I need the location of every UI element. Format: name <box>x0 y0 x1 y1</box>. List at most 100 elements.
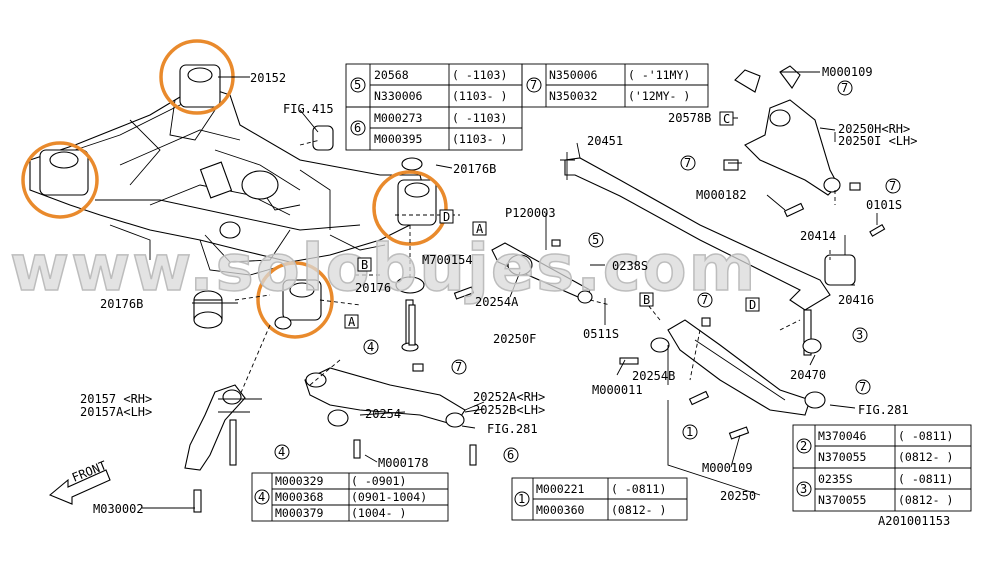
svg-text:7: 7 <box>455 360 462 374</box>
marker-5: 5 <box>588 232 604 248</box>
callout-20252b: 20252B<LH> <box>473 403 545 417</box>
table-cell: ( -'11MY) <box>628 68 690 82</box>
callout-20254a: 20254A <box>475 295 519 309</box>
callout-m000182: M000182 <box>696 188 747 202</box>
callout-20157a-lh: 20157A<LH> <box>80 405 152 419</box>
table-2-3: 2 3 M370046 ( -0811) N370055 (0812- ) 02… <box>792 424 972 512</box>
callout-m030002: M030002 <box>93 502 144 516</box>
svg-text:4: 4 <box>367 340 374 354</box>
table-cell: ( -0901) <box>351 474 406 488</box>
callout-20254: 20254 <box>365 407 401 421</box>
marker-7: 7 <box>680 155 696 171</box>
table-cell: (1103- ) <box>452 132 507 146</box>
marker-7: 7 <box>837 80 853 96</box>
marker-d: D <box>745 297 760 312</box>
table-cell: N350032 <box>549 89 597 103</box>
svg-text:7: 7 <box>684 156 691 170</box>
callout-20578b: 20578B <box>668 111 711 125</box>
callout-20470: 20470 <box>790 368 826 382</box>
svg-text:D: D <box>749 298 756 312</box>
callout-m000011: M000011 <box>592 383 643 397</box>
table-cell: M000368 <box>275 490 324 504</box>
table-1: 1 M000221 ( -0811) M000360 (0812- ) <box>511 477 688 521</box>
svg-text:A: A <box>476 222 484 236</box>
bushing-left-end <box>39 149 89 196</box>
highlight-circle-left <box>21 141 99 219</box>
table-cell: (0812- ) <box>898 493 953 507</box>
highlight-circle-center <box>256 261 334 339</box>
table-cell: 20568 <box>374 68 409 82</box>
svg-text:3: 3 <box>856 328 863 342</box>
svg-text:7: 7 <box>701 293 708 307</box>
trailing-bracket-20157 <box>184 384 246 471</box>
callout-m000109-top: M000109 <box>822 65 873 79</box>
svg-text:7: 7 <box>530 78 537 92</box>
marker-1: 1 <box>682 424 698 440</box>
bushing-20152 <box>169 64 221 141</box>
watermark: www.solobujes.com <box>10 232 757 306</box>
table-cell: ('12MY- ) <box>628 89 690 103</box>
svg-text:5: 5 <box>354 78 361 92</box>
marker-7: 7 <box>451 359 467 375</box>
marker-d: D <box>439 209 454 224</box>
table-cell: N370055 <box>818 493 866 507</box>
table-cell: ( -0811) <box>898 472 953 486</box>
callout-fig281-mid: FIG.281 <box>487 422 538 436</box>
table-cell: M000360 <box>536 503 585 517</box>
table-5-6: 5 6 20568 ( -1103) N330006 (1103- ) M000… <box>345 63 523 151</box>
highlight-circle-20176b <box>372 170 448 246</box>
table-cell: 0235S <box>818 472 853 486</box>
callout-20176: 20176 <box>355 281 391 295</box>
svg-text:7: 7 <box>859 380 866 394</box>
callout-0238s: 0238S <box>612 259 648 273</box>
callout-20157-rh: 20157 <RH> <box>80 392 152 406</box>
svg-text:6: 6 <box>507 448 514 462</box>
callout-20250: 20250 <box>720 489 756 503</box>
stabilizer-bar-20451 <box>560 152 831 311</box>
callout-m000109-bottom: M000109 <box>702 461 753 475</box>
callout-20176b-left: 20176B <box>100 297 143 311</box>
rear-subframe <box>29 84 431 276</box>
table-cell: (0812- ) <box>898 450 953 464</box>
stabilizer-link-20470 <box>802 309 822 356</box>
callout-20451: 20451 <box>587 134 623 148</box>
callout-20152: 20152 <box>250 71 286 85</box>
stabilizer-bushing-20416 <box>824 254 856 286</box>
svg-text:6: 6 <box>354 121 361 135</box>
table-cell: ( -1103) <box>452 68 507 82</box>
table-cell: M000379 <box>275 506 324 520</box>
table-4: 4 M000329 ( -0901) M000368 (0901-1004) M… <box>251 472 449 522</box>
bushing-20176b-left <box>193 290 223 329</box>
svg-text:D: D <box>443 210 450 224</box>
table-cell: M000273 <box>374 111 423 125</box>
svg-text:B: B <box>361 258 368 272</box>
callout-20250h: 20250H<RH> <box>838 122 910 136</box>
bushing-20176b-top <box>397 157 437 226</box>
table-cell: M370046 <box>818 429 867 443</box>
marker-a: A <box>472 221 487 236</box>
table-cell: (1103- ) <box>452 89 507 103</box>
table-cell: ( -0811) <box>611 482 666 496</box>
callout-20416: 20416 <box>838 293 874 307</box>
table-cell: M000221 <box>536 482 585 496</box>
svg-text:5: 5 <box>592 233 599 247</box>
svg-text:2: 2 <box>800 439 807 453</box>
table-cell: N350006 <box>549 68 598 82</box>
marker-6: 6 <box>503 447 519 463</box>
svg-text:7: 7 <box>889 179 896 193</box>
marker-4: 4 <box>363 339 379 355</box>
marker-a: A <box>344 314 359 329</box>
callout-20254b: 20254B <box>632 369 675 383</box>
callout-0101s: 0101S <box>866 198 902 212</box>
svg-text:4: 4 <box>278 445 285 459</box>
marker-7: 7 <box>855 379 871 395</box>
marker-c: C <box>719 111 734 126</box>
svg-text:7: 7 <box>841 81 848 95</box>
marker-3: 3 <box>852 327 868 343</box>
callout-m000178: M000178 <box>378 456 429 470</box>
svg-text:C: C <box>723 112 730 126</box>
table-cell: ( -1103) <box>452 111 507 125</box>
table-cell: M000329 <box>275 474 324 488</box>
table-cell: N370055 <box>818 450 866 464</box>
callout-p120003: P120003 <box>505 206 556 220</box>
